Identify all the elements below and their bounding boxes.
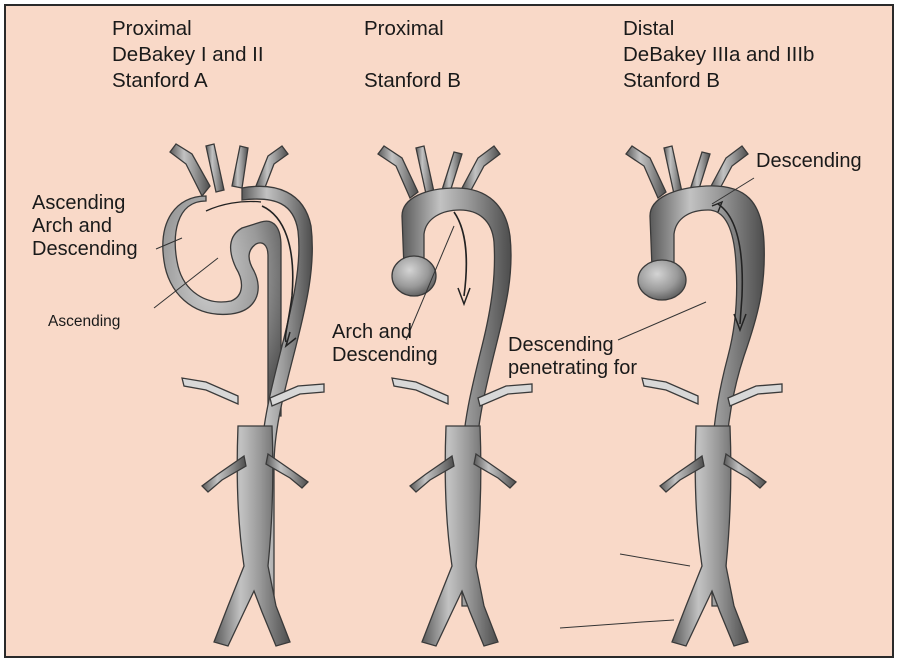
header-column-1: Proximal DeBakey I and II Stanford A bbox=[112, 16, 264, 94]
header-column-2: Proximal Stanford B bbox=[364, 16, 461, 94]
aorta-type-b-distal bbox=[626, 146, 782, 646]
header-line: Stanford B bbox=[364, 68, 461, 94]
label-line: Descending bbox=[756, 150, 862, 172]
header-line: DeBakey IIIa and IIIb bbox=[623, 42, 814, 68]
label-line: Descending bbox=[508, 334, 637, 357]
aorta-type-b-proximal bbox=[378, 146, 532, 646]
header-line: Stanford B bbox=[623, 68, 814, 94]
label-line: Arch and bbox=[332, 321, 438, 344]
header-line: Proximal bbox=[364, 16, 461, 42]
header-line: Proximal bbox=[112, 16, 264, 42]
label-descending-top: Descending bbox=[756, 150, 862, 173]
aorta-type-a bbox=[163, 144, 324, 646]
label-line: Ascending bbox=[48, 313, 120, 330]
diagram-panel: Proximal DeBakey I and II Stanford A Pro… bbox=[4, 4, 894, 658]
label-line: Descending bbox=[332, 344, 438, 367]
label-arch-and-descending: Arch and Descending bbox=[332, 321, 438, 367]
label-line: Ascending bbox=[32, 192, 138, 215]
header-line bbox=[364, 42, 461, 68]
label-ascending-small: Ascending bbox=[48, 313, 120, 331]
label-ascending-arch-descending: Ascending Arch and Descending bbox=[32, 192, 138, 261]
label-line: Descending bbox=[32, 238, 138, 261]
label-line: Arch and bbox=[32, 215, 138, 238]
header-column-3: Distal DeBakey IIIa and IIIb Stanford B bbox=[623, 16, 814, 94]
header-line: Distal bbox=[623, 16, 814, 42]
header-line: Stanford A bbox=[112, 68, 264, 94]
label-line: penetrating for bbox=[508, 357, 637, 380]
header-line: DeBakey I and II bbox=[112, 42, 264, 68]
label-descending-penetrating: Descending penetrating for bbox=[508, 334, 637, 380]
aorta-illustrations bbox=[6, 6, 892, 656]
